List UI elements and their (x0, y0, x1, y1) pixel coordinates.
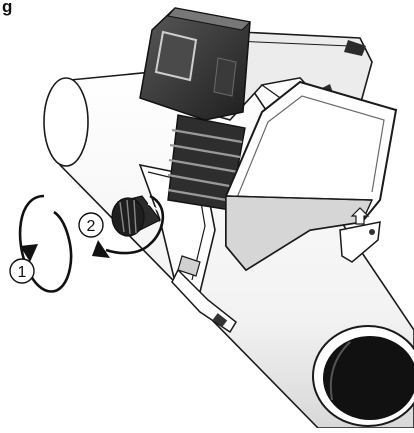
figure-label: g (2, 0, 12, 17)
callout-1-number: 1 (18, 264, 27, 281)
pipe-bore (323, 336, 414, 420)
pipe-left-end (44, 78, 88, 166)
battery-pack (140, 8, 250, 120)
callout-2: 2 (79, 213, 103, 237)
battery-display (156, 32, 196, 80)
callout-1: 1 (10, 259, 34, 283)
callout-2-number: 2 (87, 218, 96, 235)
